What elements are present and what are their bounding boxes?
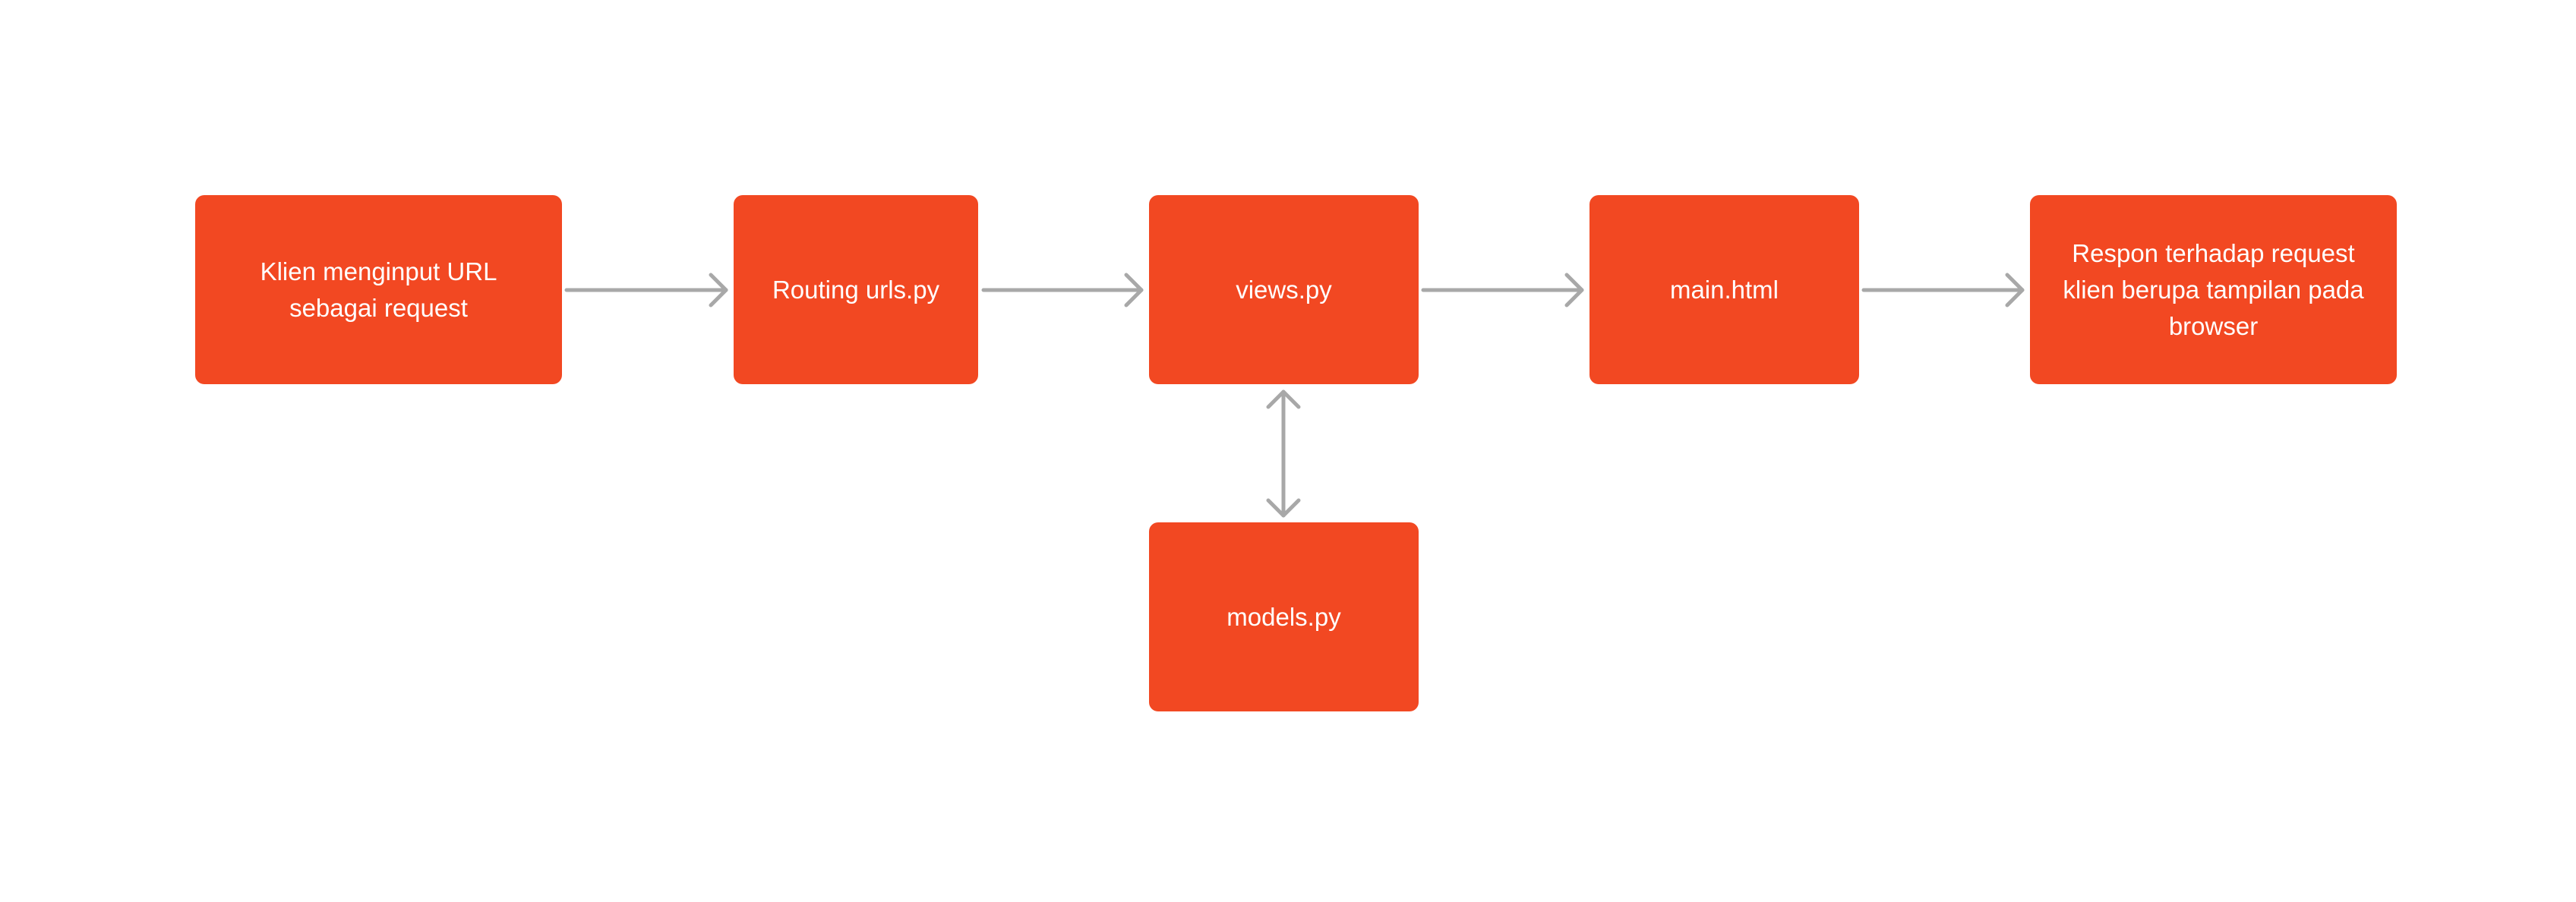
node-label: Routing urls.py xyxy=(772,275,940,304)
arrow-views-to-main xyxy=(1421,273,1584,308)
node-label: main.html xyxy=(1669,275,1779,304)
node-klien-request[interactable]: Klien menginput URL sebagai request xyxy=(195,195,562,384)
node-label: models.py xyxy=(1226,602,1341,631)
arrow-routing-to-views xyxy=(981,273,1144,308)
node-models[interactable]: models.py xyxy=(1149,522,1419,711)
arrow-klien-to-routing xyxy=(564,273,728,308)
node-views[interactable]: views.py xyxy=(1149,195,1419,384)
node-respon-browser[interactable]: Respon terhadap request klien berupa tam… xyxy=(2030,195,2397,384)
node-label: Respon terhadap request klien berupa tam… xyxy=(2063,238,2364,340)
node-main-html[interactable]: main.html xyxy=(1589,195,1859,384)
arrow-main-to-respon xyxy=(1861,273,2025,308)
node-routing-urls[interactable]: Routing urls.py xyxy=(734,195,978,384)
node-label: Klien menginput URL sebagai request xyxy=(260,257,497,322)
node-label: views.py xyxy=(1236,275,1332,304)
arrow-views-models-bidirectional xyxy=(1266,390,1301,518)
